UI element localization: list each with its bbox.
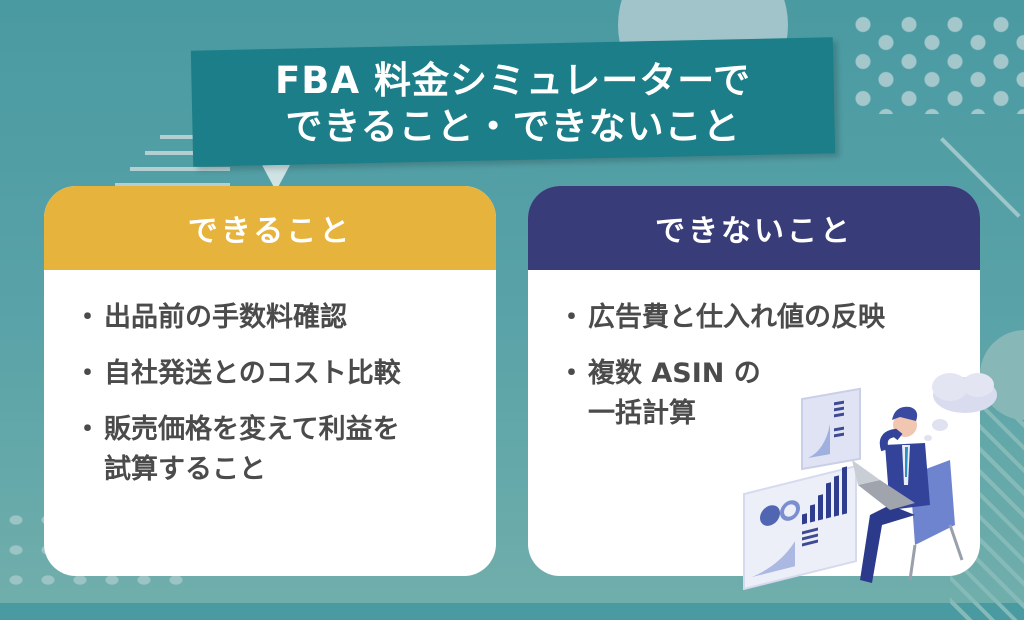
list-item: ・ 広告費と仕入れ値の反映 (558, 298, 960, 338)
thought-cloud-icon (924, 373, 997, 441)
bullet-icon: ・ (558, 302, 585, 333)
bullet-icon: ・ (558, 358, 585, 389)
can-do-heading: できること (44, 186, 496, 270)
businessman-illustration-icon (743, 373, 997, 590)
list-item: ・ 出品前の手数料確認 (74, 298, 476, 338)
cannot-do-heading: できないこと (528, 186, 980, 270)
list-item: ・ 自社発送とのコスト比較 (74, 354, 476, 394)
bullet-icon: ・ (74, 302, 101, 333)
can-do-card: できること ・ 出品前の手数料確認 ・ 自社発送とのコスト比較 ・ 販売価格を変… (44, 186, 496, 576)
page-title: FBA 料金シミュレーターで できること・できないこと (192, 58, 834, 150)
list-item: ・ 複数 ASIN の 一括計算 (558, 354, 960, 434)
list-item: ・ 販売価格を変えて利益を 試算すること (74, 410, 476, 490)
bullet-icon: ・ (74, 358, 101, 389)
title-line-2: できること・できないこと (285, 105, 741, 148)
bullet-icon: ・ (74, 414, 101, 445)
title-line-1: FBA 料金シミュレーターで (274, 59, 752, 102)
decorative-dot-pattern (863, 24, 1024, 114)
